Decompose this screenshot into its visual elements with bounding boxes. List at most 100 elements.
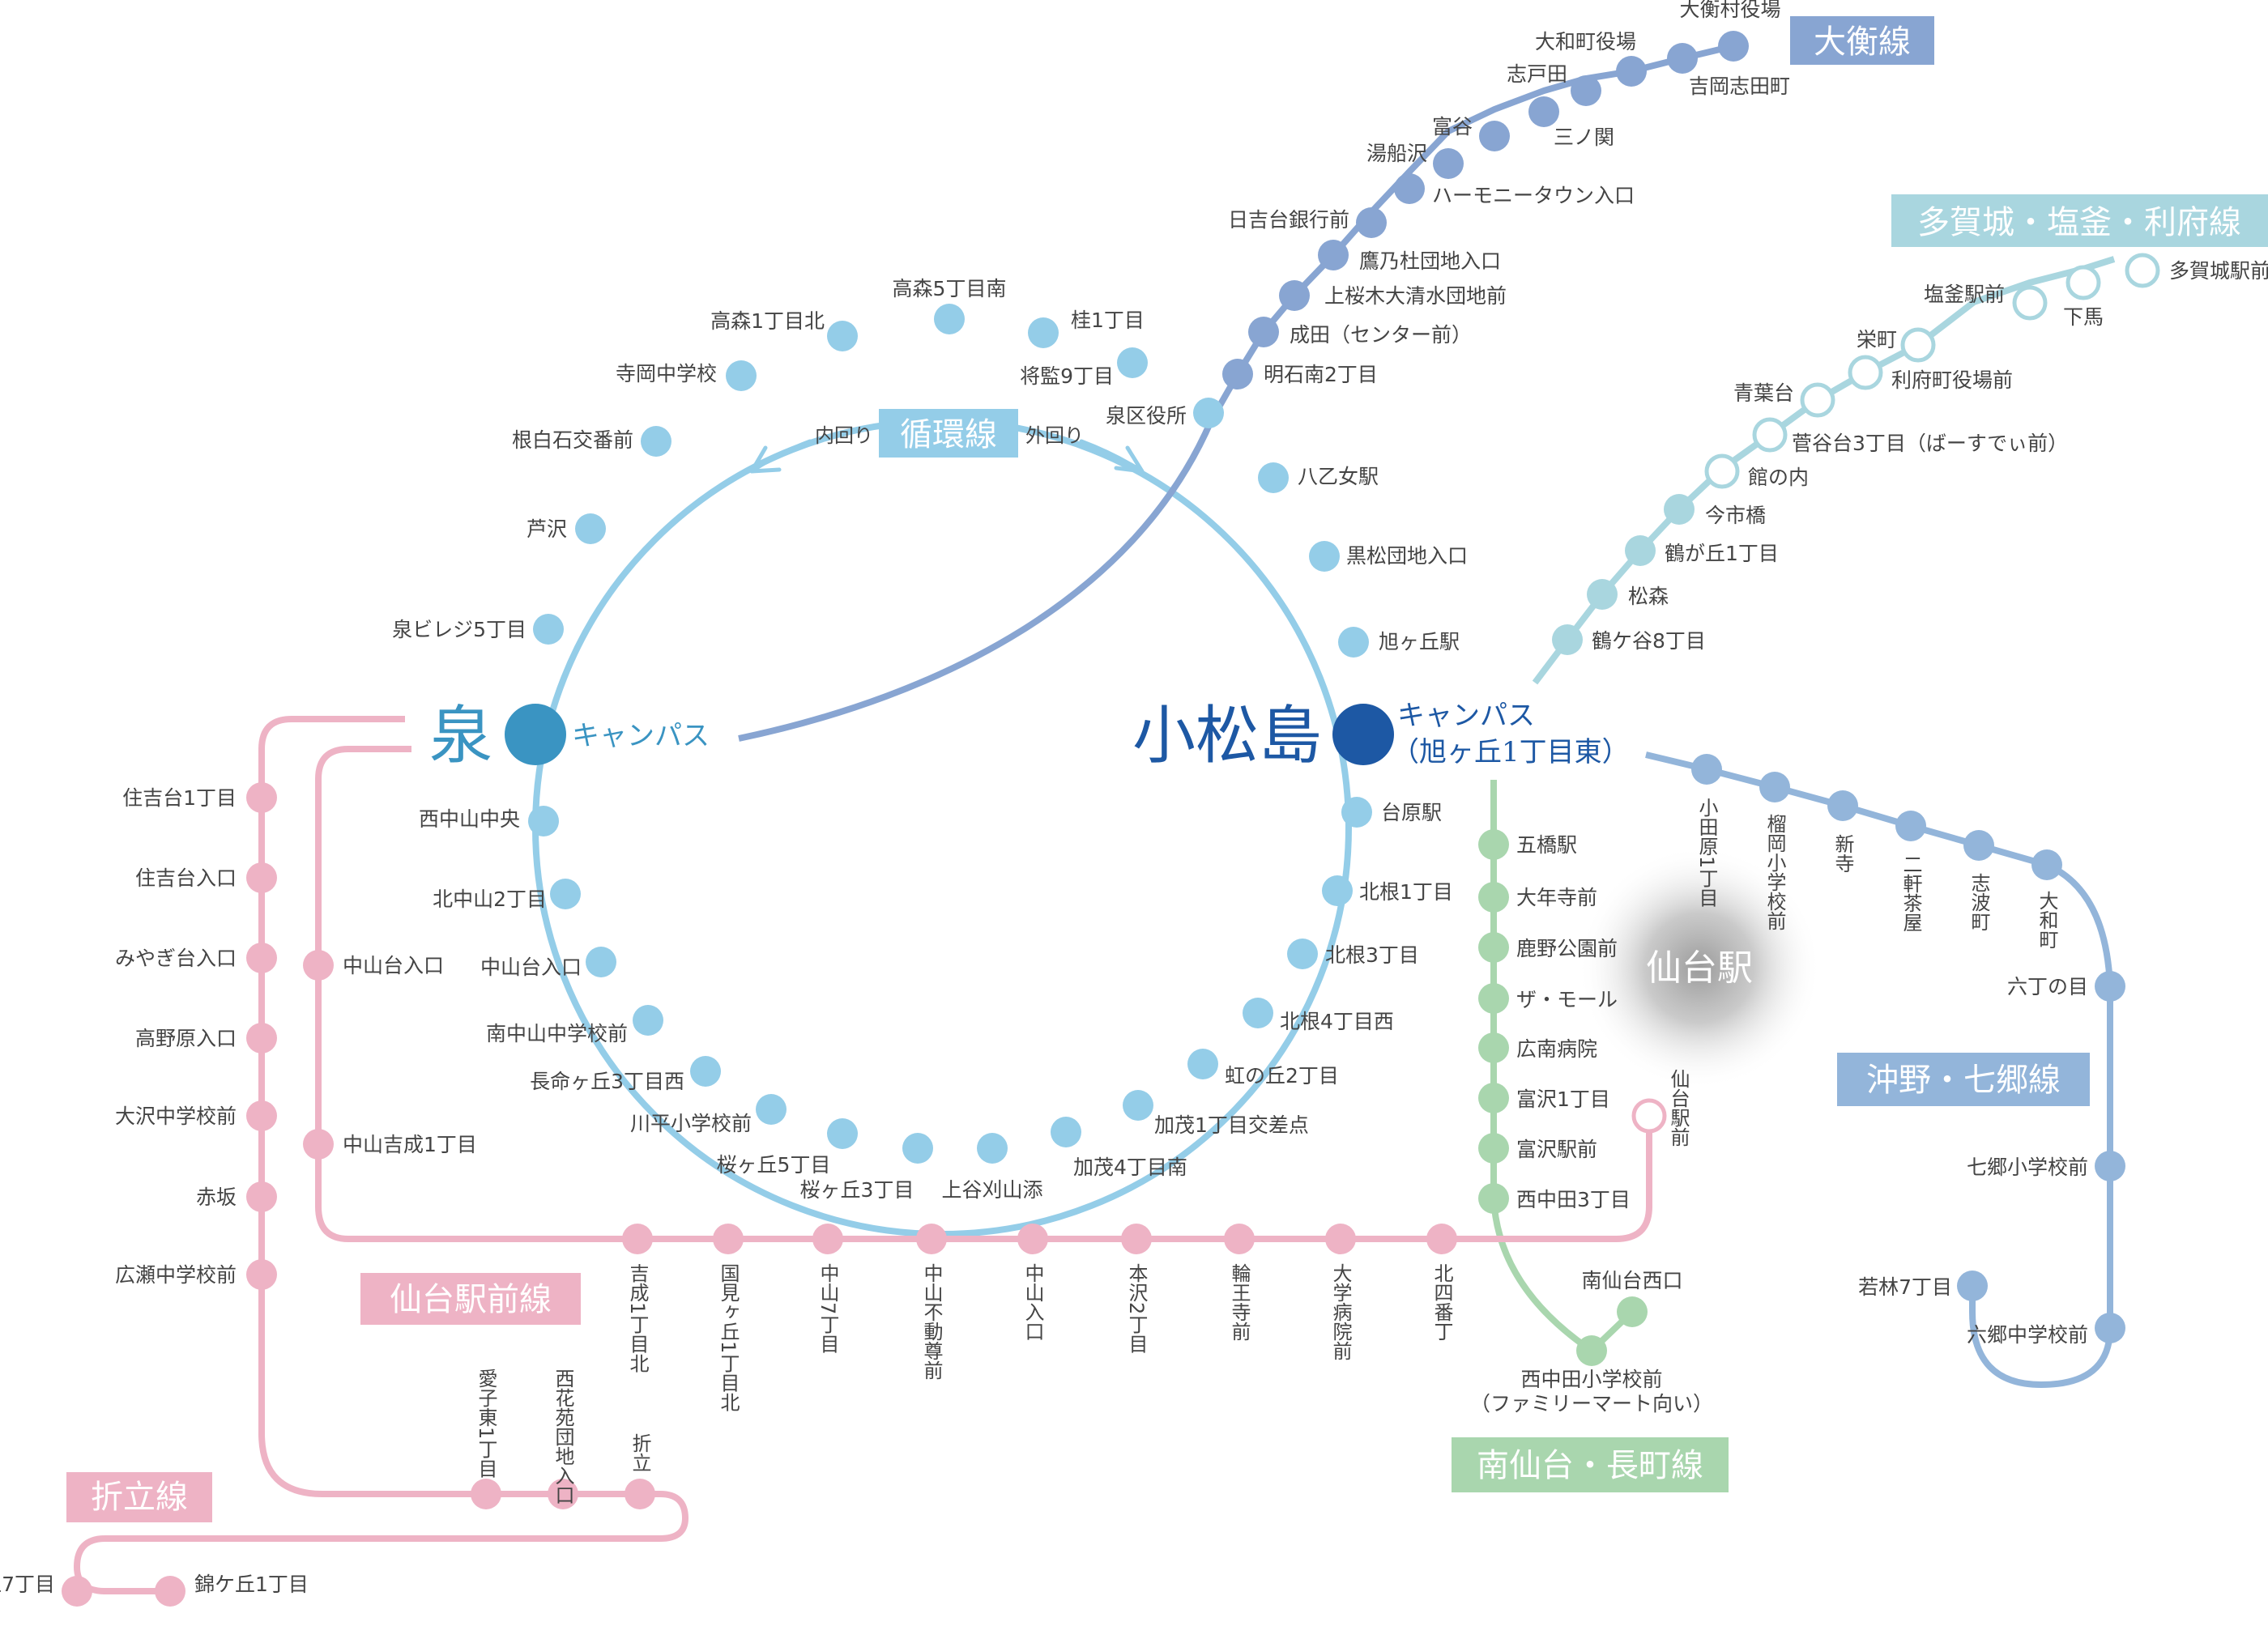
station-kitane4w[interactable] — [1243, 998, 1273, 1028]
station-nakayama7[interactable] — [812, 1224, 843, 1254]
station-taiwa-office[interactable] — [1616, 56, 1647, 87]
station-nijinooka2[interactable] — [1187, 1049, 1218, 1079]
station-harmonytown[interactable] — [1433, 148, 1464, 179]
station-itsutsubashi[interactable] — [1478, 829, 1509, 860]
station-wakabayashi7[interactable] — [1957, 1271, 1988, 1301]
station-miyagidai[interactable] — [246, 943, 277, 973]
label-sakuragaoka5: 桜ヶ丘5丁目 — [717, 1153, 831, 1177]
station-asahigaoka[interactable] — [1338, 627, 1369, 658]
station-nishikigaoka1[interactable] — [155, 1576, 185, 1607]
station-izumivillage5[interactable] — [533, 614, 564, 645]
station-themall[interactable] — [1478, 983, 1509, 1014]
station-nakayamadai[interactable] — [586, 947, 616, 977]
station-kawadaira[interactable] — [756, 1094, 787, 1125]
station-university-hospital[interactable] — [1325, 1224, 1356, 1254]
station-akasaka[interactable] — [246, 1181, 277, 1212]
station-dainenji[interactable] — [1478, 882, 1509, 913]
station-nenoshiroishi[interactable] — [641, 426, 671, 457]
station-takanohara[interactable] — [246, 1023, 277, 1053]
station-sumiyoshidai1[interactable] — [246, 782, 277, 813]
station-ayashi-higashi1[interactable] — [471, 1479, 501, 1509]
komatsushima-campus-dot[interactable] — [1332, 704, 1394, 765]
station-shiwa[interactable] — [1963, 830, 1994, 861]
station-akashiminami2[interactable] — [1222, 359, 1253, 389]
station-sakuragaoka3[interactable] — [902, 1133, 933, 1164]
station-teraoka[interactable] — [726, 360, 757, 391]
station-sakuragaoka5[interactable] — [827, 1118, 858, 1149]
station-rokuchonome[interactable] — [2095, 971, 2125, 1002]
station-narita[interactable] — [1248, 317, 1279, 347]
station-tomizawa1[interactable] — [1478, 1083, 1509, 1113]
station-sannoseki[interactable] — [1528, 96, 1559, 127]
station-matsumori[interactable] — [1587, 579, 1618, 610]
station-takamori1n[interactable] — [827, 321, 858, 351]
station-kitayonbancho[interactable] — [1426, 1224, 1457, 1254]
station-takanomori[interactable] — [1318, 240, 1349, 270]
station-tomiya[interactable] — [1479, 121, 1510, 151]
station-hirose-jhs[interactable] — [246, 1259, 277, 1290]
station-ashizawa[interactable] — [575, 513, 606, 544]
station-ohira-office[interactable] — [1718, 31, 1749, 62]
station-odawara1[interactable] — [1691, 754, 1722, 785]
station-konan[interactable] — [1478, 1032, 1509, 1063]
station-hiyoshidai[interactable] — [1356, 207, 1387, 238]
station-shitoda[interactable] — [1571, 75, 1601, 106]
izumi-campus-dot[interactable] — [505, 704, 566, 765]
station-kamo4s[interactable] — [1051, 1117, 1081, 1147]
station-shintera[interactable] — [1827, 790, 1858, 821]
station-nikenchaya[interactable] — [1895, 811, 1926, 841]
station-tsurugaoka1[interactable] — [1625, 535, 1656, 566]
station-sugayadai3[interactable] — [1752, 417, 1788, 453]
station-kamo1[interactable] — [1123, 1090, 1153, 1121]
station-sakaemachi[interactable] — [1900, 327, 1936, 363]
station-sendai-ekimae[interactable] — [1631, 1098, 1667, 1134]
station-daihara[interactable] — [1341, 797, 1372, 828]
station-yubunezawa[interactable] — [1394, 173, 1425, 204]
station-kanokoen[interactable] — [1478, 932, 1509, 963]
station-tagajo-ekimae[interactable] — [2125, 253, 2160, 288]
station-nakayamafudoson[interactable] — [916, 1224, 947, 1254]
station-kitanakayama2[interactable] — [550, 879, 581, 909]
station-motozawa2[interactable] — [1121, 1224, 1152, 1254]
station-izumi-ward[interactable] — [1193, 398, 1224, 428]
station-chomeigaoka3w[interactable] — [690, 1056, 721, 1087]
station-yaotome[interactable] — [1258, 462, 1289, 493]
station-nishikigaoka7[interactable] — [62, 1576, 92, 1607]
station-osawa-jhs[interactable] — [246, 1100, 277, 1131]
station-tomizawa[interactable] — [1478, 1133, 1509, 1164]
station-kitane3[interactable] — [1287, 939, 1318, 969]
station-kamiyagari[interactable] — [977, 1133, 1008, 1164]
station-yoshioka[interactable] — [1667, 43, 1698, 74]
station-nishinakada-es[interactable] — [1576, 1335, 1607, 1366]
station-shiogama[interactable] — [2012, 285, 2048, 321]
station-tsutsujigaoka[interactable] — [1759, 772, 1790, 802]
station-yamatomachi[interactable] — [2031, 849, 2062, 880]
station-kamisakuragi[interactable] — [1279, 280, 1310, 311]
station-nishikaen[interactable] — [548, 1479, 578, 1509]
station-shogen9[interactable] — [1117, 347, 1148, 378]
station-aobadai[interactable] — [1800, 382, 1835, 418]
station-rokugo[interactable] — [2095, 1313, 2125, 1343]
station-nakayamayoshinari1[interactable] — [303, 1129, 334, 1160]
station-katsura1[interactable] — [1028, 317, 1059, 348]
station-nakayamadai-iriguchi[interactable] — [303, 950, 334, 981]
station-kuromatsu[interactable] — [1309, 541, 1340, 572]
station-geba[interactable] — [2066, 265, 2101, 300]
station-kitane1[interactable] — [1322, 875, 1353, 906]
station-yoshinari1n[interactable] — [622, 1224, 653, 1254]
station-takamori5s[interactable] — [934, 304, 965, 334]
station-sumiyoshidai-iriguchi[interactable] — [246, 862, 277, 893]
station-imaichibashi[interactable] — [1664, 494, 1695, 525]
station-nishinakada3[interactable] — [1478, 1183, 1509, 1214]
station-tatenouchi[interactable] — [1704, 453, 1740, 489]
station-shichigo[interactable] — [2095, 1151, 2125, 1181]
station-minaminakayama[interactable] — [633, 1005, 663, 1036]
station-rinnoji[interactable] — [1224, 1224, 1255, 1254]
station-kunimigaoka1n[interactable] — [713, 1224, 744, 1254]
station-tsurugaya8[interactable] — [1552, 624, 1583, 655]
station-nakayama-iriguchi[interactable] — [1017, 1224, 1048, 1254]
station-oritate[interactable] — [625, 1479, 655, 1509]
station-nishinakayama[interactable] — [528, 806, 559, 836]
station-rifu-office[interactable] — [1848, 355, 1883, 390]
station-minamisendai[interactable] — [1617, 1296, 1648, 1327]
